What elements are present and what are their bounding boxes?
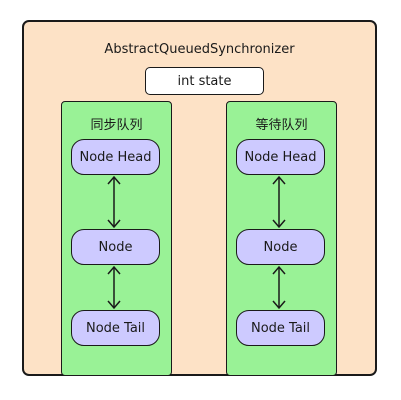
aqs-title: AbstractQueuedSynchronizer <box>104 42 295 57</box>
aqs-container: AbstractQueuedSynchronizer int state 同步队… <box>22 20 377 376</box>
state-box: int state <box>145 67 264 95</box>
sync-double-arrow-1 <box>107 175 121 229</box>
sync-double-arrow-2 <box>107 265 121 310</box>
sync-queue-label: 同步队列 <box>90 118 143 133</box>
sync-node: Node <box>71 229 160 265</box>
wait-double-arrow-2 <box>272 265 286 310</box>
sync-queue: 同步队列 Node Head Node Node Tail <box>61 101 172 376</box>
sync-node-head: Node Head <box>71 139 160 175</box>
wait-node: Node <box>236 229 325 265</box>
wait-node-head: Node Head <box>236 139 325 175</box>
wait-double-arrow-1 <box>272 175 286 229</box>
sync-node-tail: Node Tail <box>71 310 160 346</box>
wait-queue-label: 等待队列 <box>255 118 308 133</box>
wait-node-tail: Node Tail <box>236 310 325 346</box>
wait-queue: 等待队列 Node Head Node Node Tail <box>226 101 337 376</box>
